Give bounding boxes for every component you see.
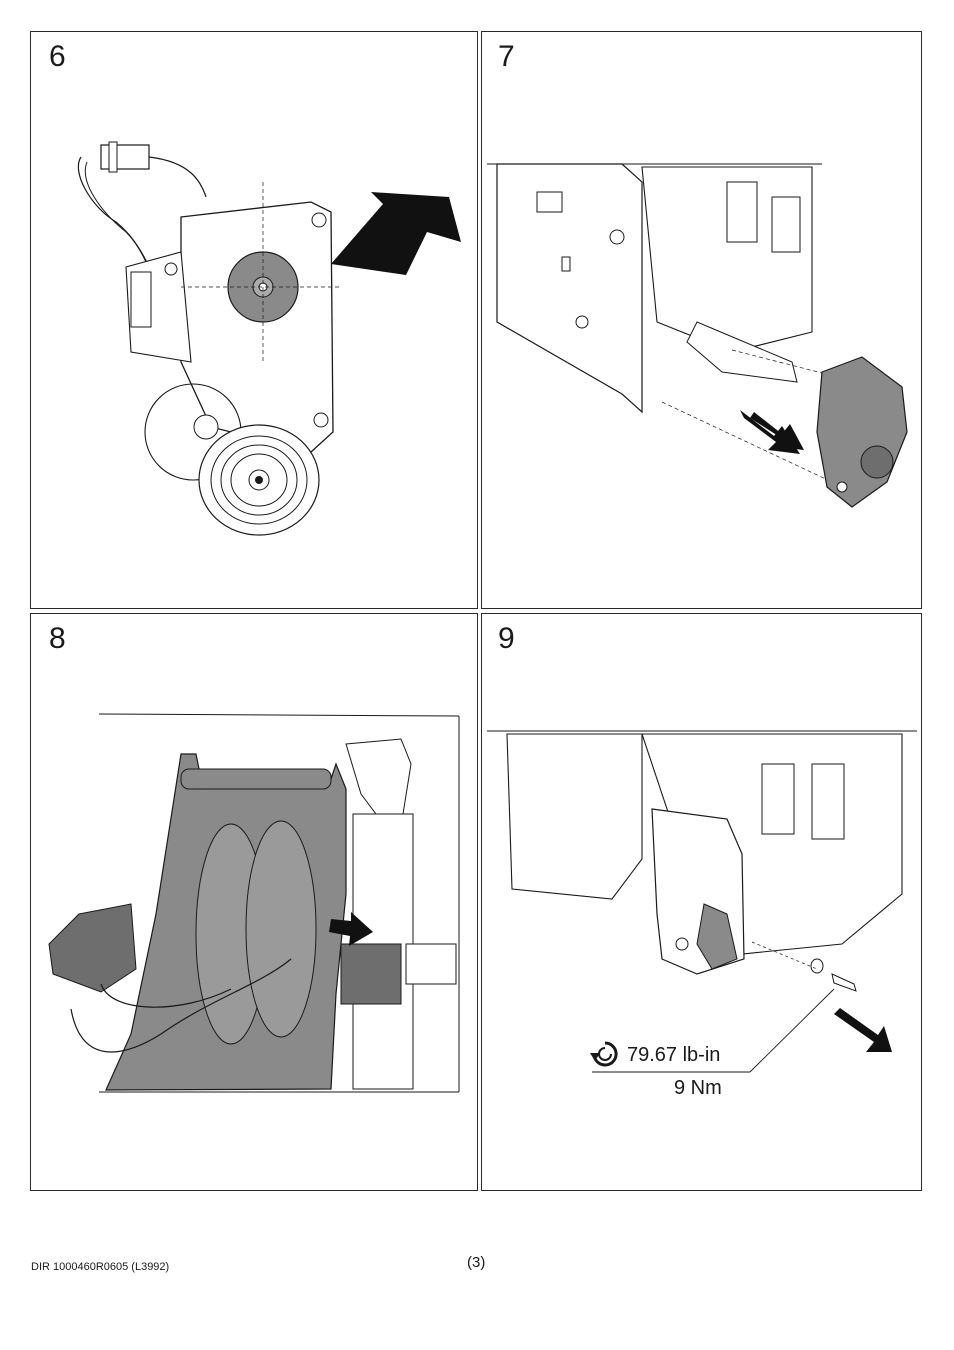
document-id: DIR 1000460R0605 (L3992) xyxy=(31,1261,169,1273)
breaker-assembly-illustration xyxy=(482,32,921,608)
step-8-panel: 8 xyxy=(30,613,478,1191)
motor-housing-illustration xyxy=(31,32,477,608)
torque-metric-label: 9 Nm xyxy=(674,1077,722,1100)
step-7-panel: 7 xyxy=(481,31,922,609)
rotation-icon xyxy=(590,1039,620,1069)
screw-fastening-illustration xyxy=(482,614,921,1190)
step-9-panel: 9 79.67 lb-in 9 Nm xyxy=(481,613,922,1191)
torque-imperial-label: 79.67 lb-in xyxy=(627,1044,720,1067)
step-6-panel: 6 xyxy=(30,31,478,609)
spring-charging-motor-illustration xyxy=(31,614,477,1190)
page-number: (3) xyxy=(467,1254,485,1271)
